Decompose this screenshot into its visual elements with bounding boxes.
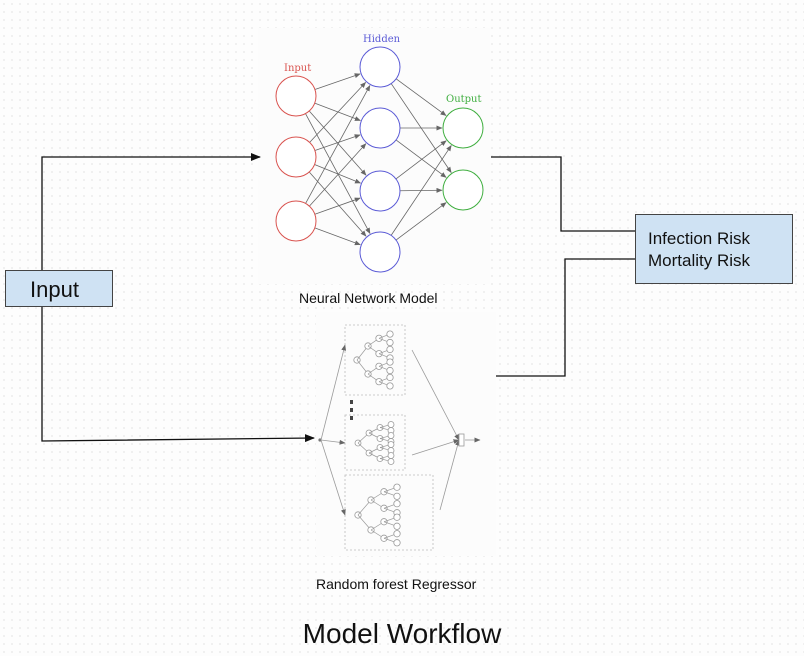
nn-hidden-layer-label: Hidden <box>363 34 401 45</box>
output-risk-box: Infection Risk Mortality Risk <box>635 214 793 284</box>
rf-tree-box <box>344 414 406 471</box>
rf-ellipsis-dot <box>350 416 353 420</box>
diagram-title: Model Workflow <box>302 618 502 649</box>
nn-hidden-node <box>359 170 401 212</box>
input-box-label: Input <box>30 277 79 302</box>
rf-input-edge <box>320 439 346 516</box>
nn-input-node <box>275 200 317 242</box>
nn-edge <box>309 81 367 143</box>
nn-caption: Neural Network Model <box>299 290 438 306</box>
rf-ellipsis-dot <box>350 408 353 412</box>
nn-output-layer-label: Output <box>446 94 482 105</box>
rf-tree-node <box>386 373 394 382</box>
rf-tree-box <box>344 324 406 396</box>
rf-tree-node <box>386 338 394 347</box>
random-forest-diagram <box>318 324 481 551</box>
nn-edge <box>395 78 447 116</box>
nn-edge <box>314 134 361 151</box>
input-box: Input <box>5 270 113 307</box>
rf-tree-node <box>386 345 394 354</box>
rf-tree-node <box>386 330 394 338</box>
nn-edge <box>314 197 361 215</box>
connector-input-to-nn <box>41 153 261 270</box>
rf-tree-node <box>393 513 401 521</box>
rf-tree-node <box>393 522 401 530</box>
connector-input-to-rf <box>41 307 315 443</box>
rf-tree-node <box>386 382 394 390</box>
mortality-risk-label: Mortality Risk <box>648 251 751 270</box>
nn-input-node <box>275 75 317 117</box>
connector-rf-to-output <box>496 258 635 377</box>
nn-output-node <box>442 107 484 149</box>
nn-hidden-node <box>359 231 401 273</box>
nn-edge <box>314 164 361 184</box>
rf-tree-node <box>386 366 394 375</box>
infection-risk-label: Infection Risk <box>648 229 751 248</box>
rf-aggregator-node <box>458 433 465 447</box>
nn-edge <box>390 145 452 236</box>
nn-edge <box>314 73 361 90</box>
rf-input-edge <box>320 439 346 445</box>
nn-edge <box>314 227 361 246</box>
rf-tree-node <box>393 530 401 538</box>
neural-network-diagram <box>275 46 484 273</box>
rf-tree-node <box>393 500 401 508</box>
nn-input-layer-label: Input <box>284 63 311 74</box>
nn-hidden-node <box>359 107 401 149</box>
nn-edge <box>395 140 447 180</box>
nn-input-node <box>275 136 317 178</box>
rf-tree-node <box>393 483 401 491</box>
random-forest-panel <box>316 312 496 556</box>
rf-tree-node <box>393 539 401 547</box>
rf-ellipsis-dot <box>350 400 353 404</box>
rf-tree-node <box>387 458 395 465</box>
nn-edge <box>395 202 447 241</box>
connector-nn-to-output <box>491 156 635 232</box>
nn-hidden-node <box>359 46 401 88</box>
nn-edge <box>308 171 367 237</box>
rf-input-edge <box>320 344 347 441</box>
rf-output-edge <box>439 439 460 511</box>
rf-caption: Random forest Regressor <box>316 576 477 592</box>
nn-edge <box>305 84 371 204</box>
nn-edge <box>309 143 367 207</box>
nn-edge <box>308 110 367 176</box>
rf-tree-node <box>393 492 401 500</box>
nn-output-node <box>442 169 484 211</box>
rf-output-edge <box>411 439 460 456</box>
rf-output-edge <box>411 349 460 441</box>
nn-edge <box>395 139 447 178</box>
rf-tree-node <box>386 358 394 366</box>
